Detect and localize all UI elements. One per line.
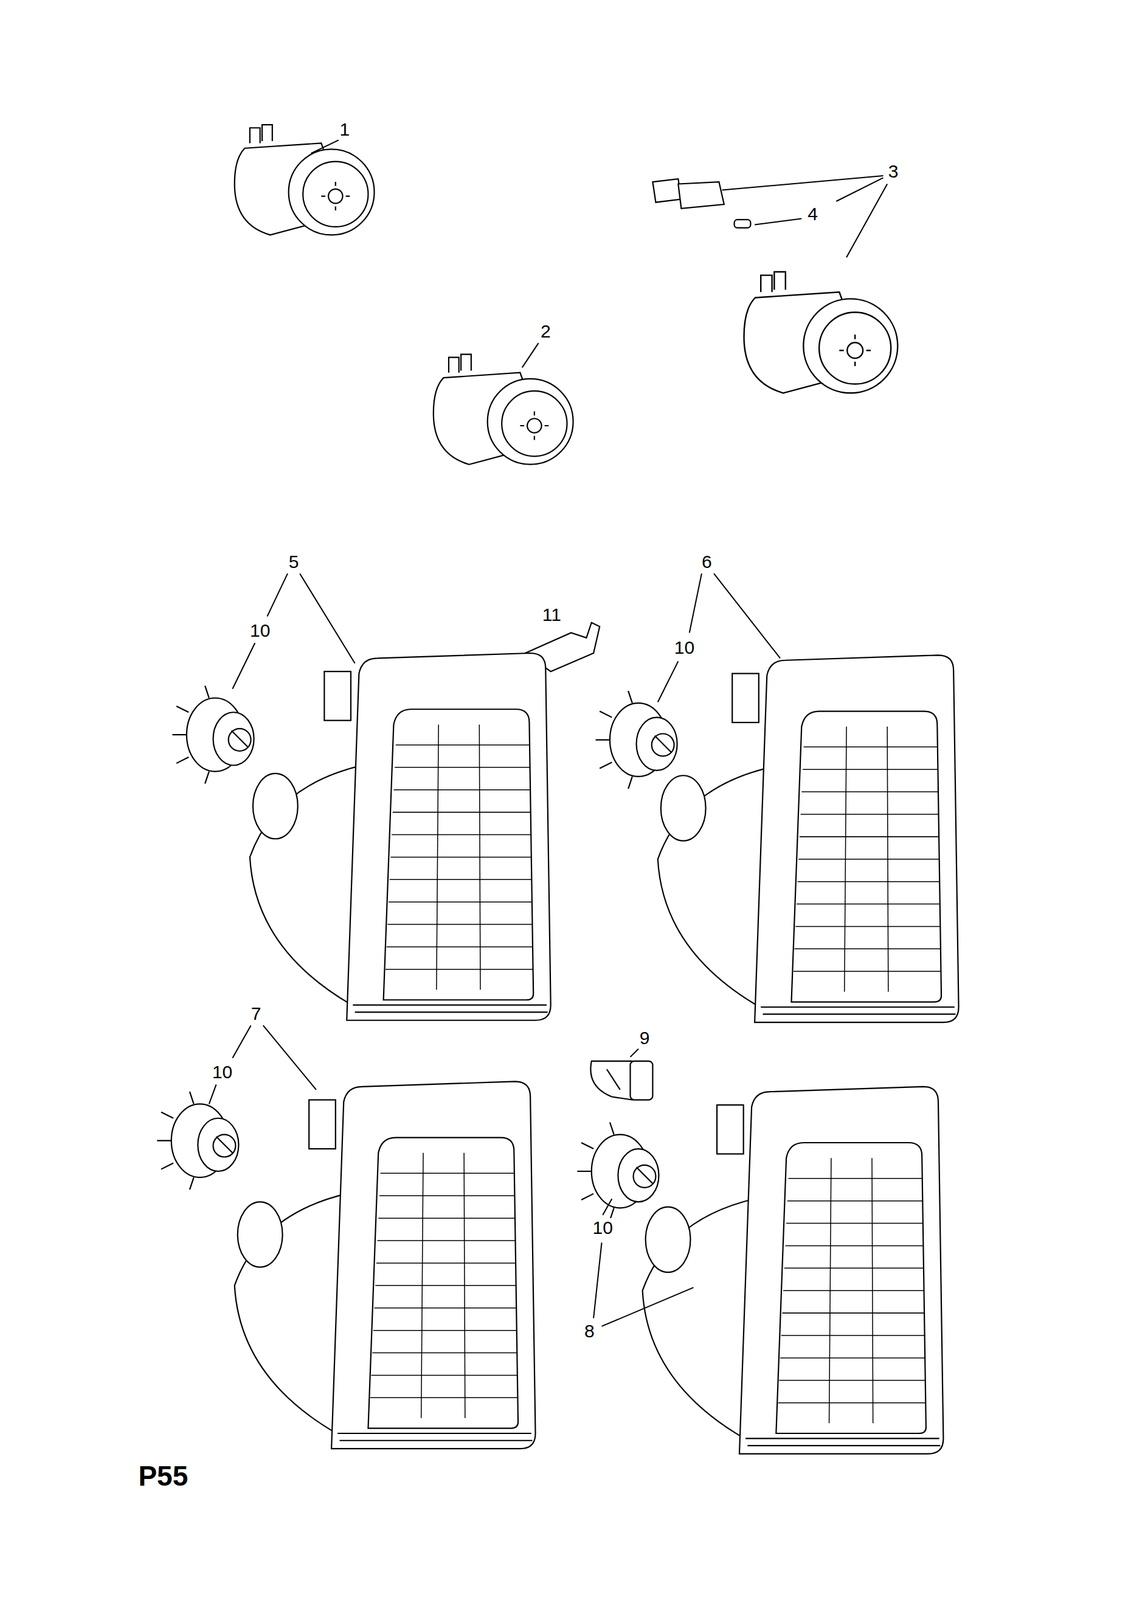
callout-number: 8 [583, 1321, 596, 1341]
callout-number: 3 [887, 161, 900, 182]
callout-number: 10 [591, 1217, 615, 1238]
callout-number: 10 [210, 1062, 234, 1082]
callout-number: 6 [700, 552, 714, 572]
callout-number: 10 [248, 620, 272, 641]
callout-number: 10 [673, 637, 696, 658]
callout-number: 9 [638, 1028, 652, 1048]
callout-number: 7 [249, 1003, 263, 1024]
callout-number: 1 [338, 119, 352, 140]
callout-number: 5 [287, 552, 301, 572]
callout-number: 2 [539, 321, 553, 342]
callout-number: 4 [806, 204, 820, 224]
callout-number: 11 [541, 605, 563, 625]
page-code: P55 [136, 1461, 190, 1491]
